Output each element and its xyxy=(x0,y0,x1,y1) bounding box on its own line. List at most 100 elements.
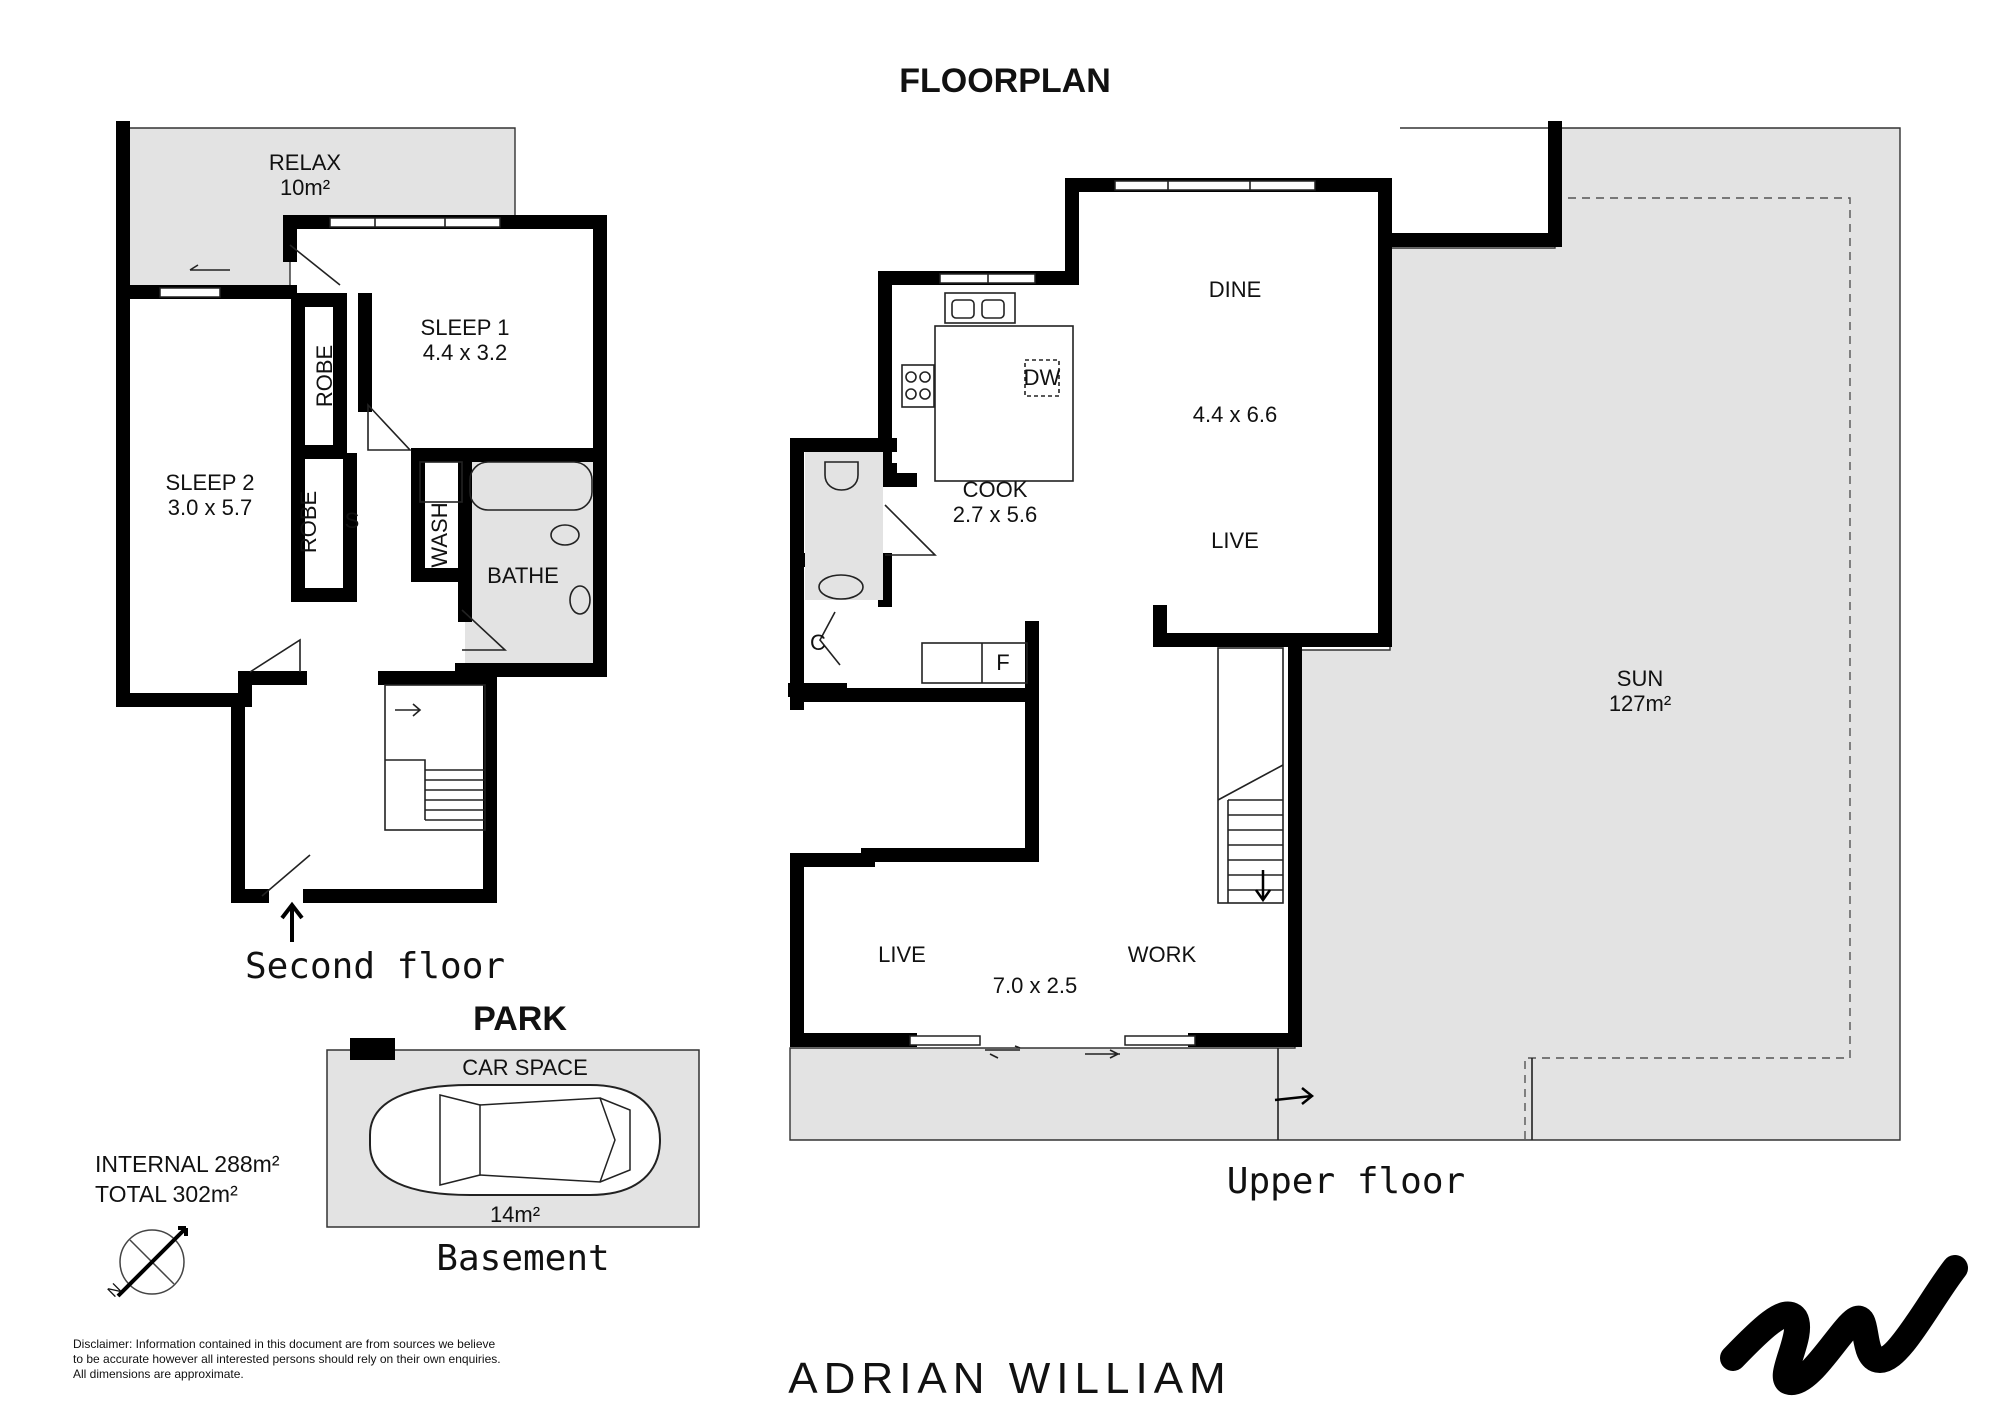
room-label-sleep-1: SLEEP 1 xyxy=(421,315,510,340)
wall xyxy=(1188,641,1302,1047)
toilet xyxy=(550,524,580,546)
room-label-sleep-2: SLEEP 2 xyxy=(166,470,255,495)
second-floor-plan: RELAX 10m² SLEEP 1 4.4 x 3.2 SLEEP 2 3.0… xyxy=(116,121,607,987)
dishwasher-label: DW xyxy=(1024,365,1061,390)
wall xyxy=(790,688,1039,1047)
sink-bowl xyxy=(951,299,975,319)
room-label-dine: DINE xyxy=(1209,277,1262,302)
kitchen-sink xyxy=(944,292,1016,324)
wall xyxy=(1065,121,1562,285)
floor-label-basement: Basement xyxy=(436,1238,609,1279)
door-swing xyxy=(367,402,412,451)
internal-area: INTERNAL 288m² xyxy=(95,1151,280,1177)
window xyxy=(909,1035,981,1046)
sliding-door-arrow xyxy=(189,264,230,271)
window xyxy=(159,287,221,298)
wall xyxy=(411,448,462,582)
terrace-boundary-dashed xyxy=(1524,197,1851,1140)
bathtub xyxy=(469,461,593,511)
wall xyxy=(231,693,269,903)
adrian-william-w-logo-icon xyxy=(1720,1255,1968,1395)
disclaimer-line-3: All dimensions are approximate. xyxy=(73,1367,244,1381)
basin xyxy=(818,574,864,600)
car-space-bollard xyxy=(350,1038,395,1060)
total-area: TOTAL 302m² xyxy=(95,1181,238,1207)
door-swing xyxy=(884,504,937,556)
room-label-live-lower: LIVE xyxy=(878,942,926,967)
window xyxy=(1114,180,1316,191)
stair-down-arrow-icon xyxy=(1254,870,1272,903)
cooktop-burner xyxy=(905,388,917,400)
stair-treads xyxy=(1217,764,1284,903)
brand-name: ADRIAN WILLIAM xyxy=(788,1354,1231,1403)
toilet xyxy=(824,461,859,491)
room-label-s: S xyxy=(345,508,360,533)
powder-room-floor xyxy=(805,452,883,600)
window xyxy=(329,217,501,228)
compass-north-label: N xyxy=(105,1281,125,1301)
stair-arrow xyxy=(395,703,422,717)
cooktop-burner xyxy=(919,371,931,383)
bathroom-floor xyxy=(465,460,595,665)
fridge-label: F xyxy=(996,650,1009,675)
park-heading: PARK xyxy=(473,1000,567,1038)
stair-treads xyxy=(385,759,485,821)
room-area-sun: 127m² xyxy=(1609,691,1671,716)
stairs xyxy=(384,684,486,831)
kitchen-island xyxy=(934,325,1074,482)
room-label-robe-1: ROBE xyxy=(312,345,337,407)
dishwasher xyxy=(1024,359,1060,397)
terrace-arrow-icon xyxy=(1274,1087,1315,1105)
floor-label-upper: Upper floor xyxy=(1227,1161,1465,1202)
car-space-label: CAR SPACE xyxy=(462,1055,588,1080)
floor-label-second: Second floor xyxy=(245,946,505,987)
room-dims-live-work: 7.0 x 2.5 xyxy=(993,973,1077,998)
room-area-relax: 10m² xyxy=(280,175,330,200)
room-label-relax: RELAX xyxy=(269,150,341,175)
room-label-cook: COOK xyxy=(963,477,1028,502)
upper-interior xyxy=(797,185,1385,1038)
bench xyxy=(921,642,1028,684)
room-dims-sleep-1: 4.4 x 3.2 xyxy=(423,340,507,365)
room-dims-cook: 2.7 x 5.6 xyxy=(953,502,1037,527)
entry-arrow-icon xyxy=(280,901,304,942)
door-swing xyxy=(461,609,508,651)
vanity-basin xyxy=(569,585,591,615)
room-dims-dine-live: 4.4 x 6.6 xyxy=(1193,402,1277,427)
stairs xyxy=(1217,647,1284,904)
wall xyxy=(238,671,307,707)
room-label-bathe: BATHE xyxy=(487,563,559,588)
wall xyxy=(303,671,497,903)
disclaimer-line-1: Disclaimer: Information contained in thi… xyxy=(73,1337,496,1351)
car-space-area: 14m² xyxy=(490,1202,540,1227)
window xyxy=(1124,1035,1196,1046)
cooktop-burner xyxy=(905,371,917,383)
room-label-work: WORK xyxy=(1128,942,1197,967)
door-swing xyxy=(249,638,301,673)
car-icon xyxy=(369,1084,662,1196)
entry-door-swing xyxy=(261,854,311,897)
room-label-live-upper: LIVE xyxy=(1211,528,1259,553)
laundry-tub xyxy=(419,461,463,503)
cooktop xyxy=(901,364,935,408)
floorplan-title: FLOORPLAN xyxy=(899,62,1111,100)
sink-bowl xyxy=(981,299,1005,319)
wall xyxy=(291,293,347,459)
room-label-sun: SUN xyxy=(1617,666,1663,691)
upper-floor-plan: DW C F DINE 4.4 x 6.6 LIVE COOK 2.7 x 5.… xyxy=(788,121,1901,1202)
room-label-wash: WASH xyxy=(427,502,452,567)
wall xyxy=(883,463,917,487)
door-swing xyxy=(289,244,341,286)
basement-plan: PARK CAR SPACE 14m² Basement xyxy=(326,1000,700,1279)
disclaimer-line-2: to be accurate however all interested pe… xyxy=(73,1352,501,1366)
room-label-robe-2: ROBE xyxy=(296,491,321,553)
wall xyxy=(790,438,1039,702)
room-dims-sleep-2: 3.0 x 5.7 xyxy=(168,495,252,520)
sliding-door-arrow xyxy=(985,1045,1021,1059)
door-swing xyxy=(819,611,841,666)
sliding-door-arrow xyxy=(1085,1049,1120,1059)
wall xyxy=(1153,233,1392,647)
wall xyxy=(116,285,252,707)
